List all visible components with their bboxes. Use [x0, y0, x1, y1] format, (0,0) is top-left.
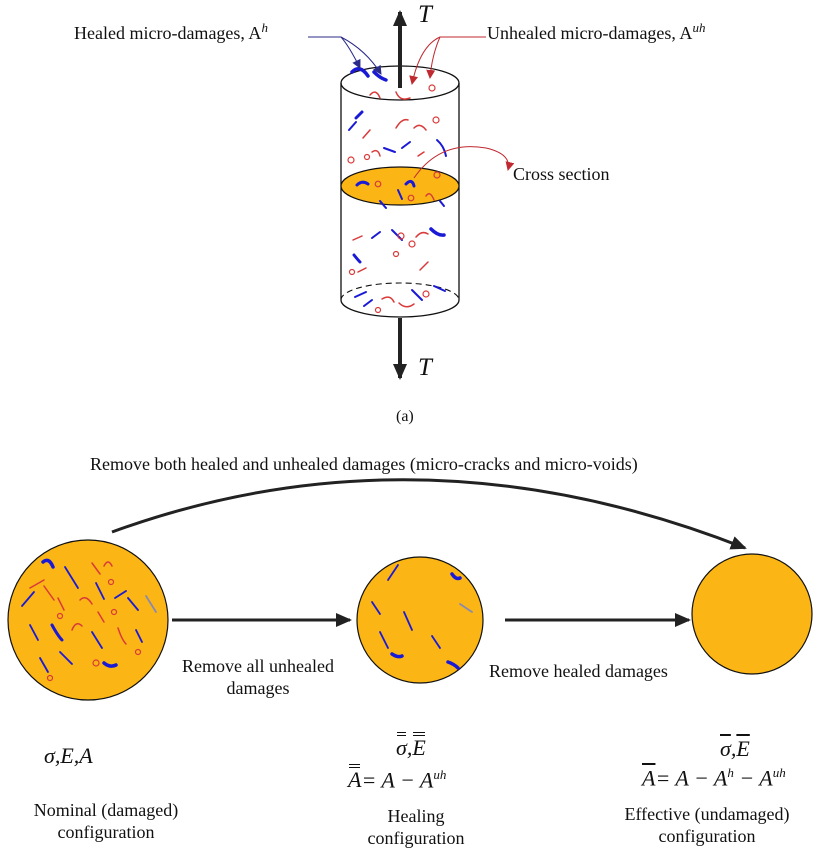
healed-label: Healed micro-damages, Ah: [74, 20, 268, 43]
cross-section-label: Cross section: [513, 164, 610, 184]
healed-pointer: [308, 36, 382, 75]
tension-label-top: T: [418, 1, 432, 28]
cylinder-micro-damages: [347, 67, 447, 314]
unhealed-label: Unhealed micro-damages, Auh: [487, 20, 706, 43]
nominal-caption: Nominal (damaged)configuration: [33, 800, 179, 842]
healing-circle: [356, 556, 484, 684]
remove-both-arrow: [111, 478, 747, 550]
cross-section-disc: [340, 166, 460, 206]
effective-circle: [691, 553, 813, 675]
figure-caption: (a): [396, 408, 414, 425]
unhealed-pointer: [409, 36, 486, 85]
nominal-symbols: σ,E,A: [44, 743, 93, 768]
effective-area-equation: A= A − Ah − Auh: [642, 765, 786, 791]
effective-symbols: σ,E: [720, 736, 750, 761]
healing-area-equation: A= A − Auh: [348, 764, 447, 793]
remove-healed-label: Remove healed damages: [489, 661, 668, 681]
cross-section-pointer: [413, 146, 515, 179]
cylinder: [340, 65, 460, 318]
remove-both-label: Remove both healed and unhealed damages …: [90, 454, 638, 474]
effective-caption: Effective (undamaged)configuration: [624, 804, 790, 846]
nominal-circle: [7, 539, 169, 701]
tension-label-bottom: T: [418, 354, 432, 381]
healing-symbols: σ,E: [396, 732, 426, 760]
